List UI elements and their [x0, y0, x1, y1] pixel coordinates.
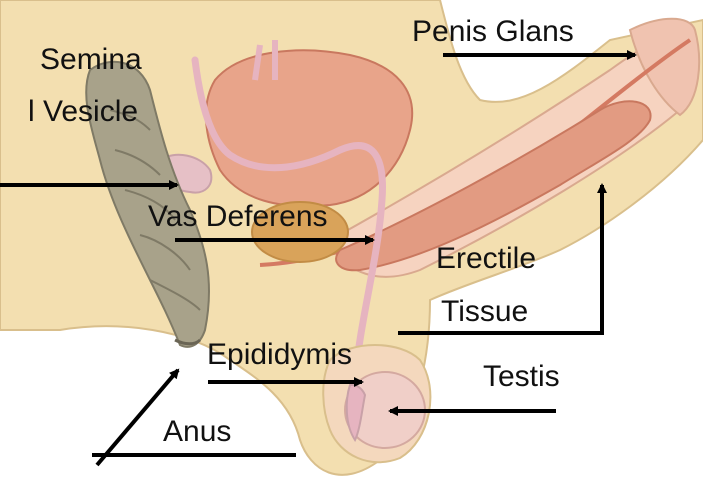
label-vas-deferens: Vas Deferens	[148, 202, 328, 232]
label-anus: Anus	[163, 417, 231, 447]
label-erectile-line2: Tissue	[441, 297, 528, 327]
label-penis-glans: Penis Glans	[412, 17, 574, 47]
label-seminal-vesicle-line1: Semina	[40, 45, 142, 75]
label-erectile-line1: Erectile	[436, 244, 536, 274]
label-seminal-vesicle-line2: l Vesicle	[28, 97, 138, 127]
label-epididymis: Epididymis	[207, 340, 352, 370]
label-testis: Testis	[483, 362, 560, 392]
